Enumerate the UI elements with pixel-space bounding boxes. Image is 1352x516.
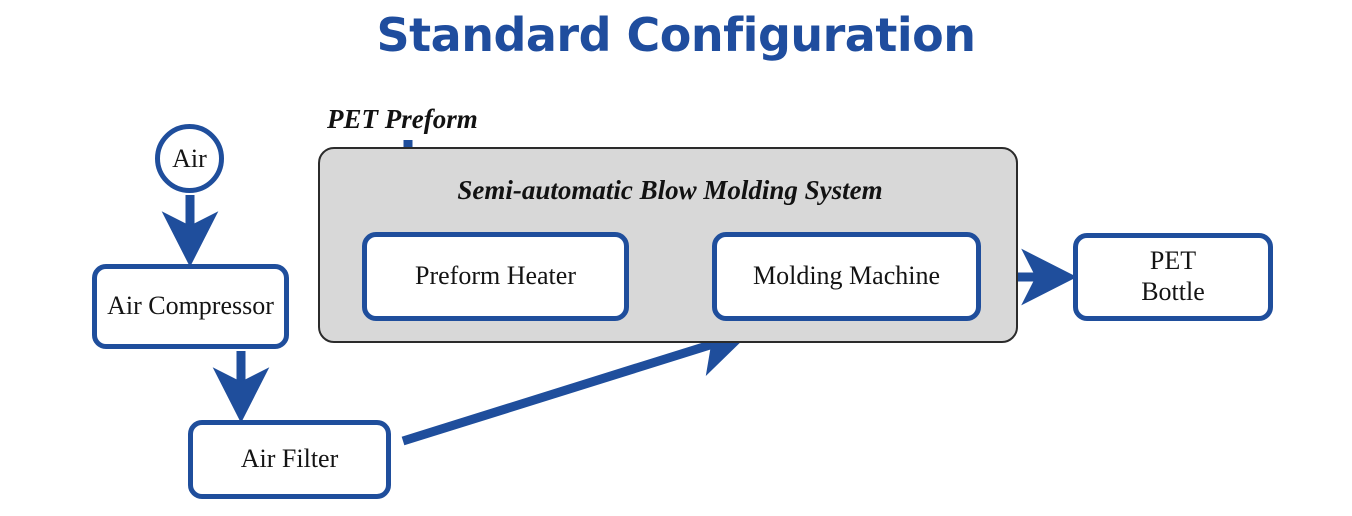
node-pet-bottle-label-line2: Bottle — [1141, 277, 1205, 306]
node-pet-bottle-label-line1: PET — [1149, 246, 1197, 276]
node-pet-bottle-label: PET Bottle — [1141, 246, 1205, 307]
node-air-compressor[interactable]: Air Compressor — [92, 264, 289, 349]
node-air-filter-label: Air Filter — [240, 444, 339, 474]
node-molding-machine[interactable]: Molding Machine — [712, 232, 981, 321]
edge-air-filter-to-molding-machine — [401, 321, 751, 446]
node-preform-heater[interactable]: Preform Heater — [362, 232, 629, 321]
label-pet-preform: PET Preform — [327, 104, 478, 134]
node-pet-bottle[interactable]: PET Bottle — [1073, 233, 1273, 321]
node-preform-heater-label: Preform Heater — [415, 261, 576, 291]
node-molding-machine-label: Molding Machine — [752, 261, 941, 291]
node-air-label: Air — [172, 143, 207, 173]
node-air[interactable]: Air — [155, 124, 224, 193]
page-title: Standard Configuration — [376, 8, 976, 62]
system-container-label: Semi-automatic Blow Molding System — [457, 175, 883, 205]
node-air-filter[interactable]: Air Filter — [188, 420, 391, 499]
node-air-compressor-label: Air Compressor — [107, 291, 274, 321]
